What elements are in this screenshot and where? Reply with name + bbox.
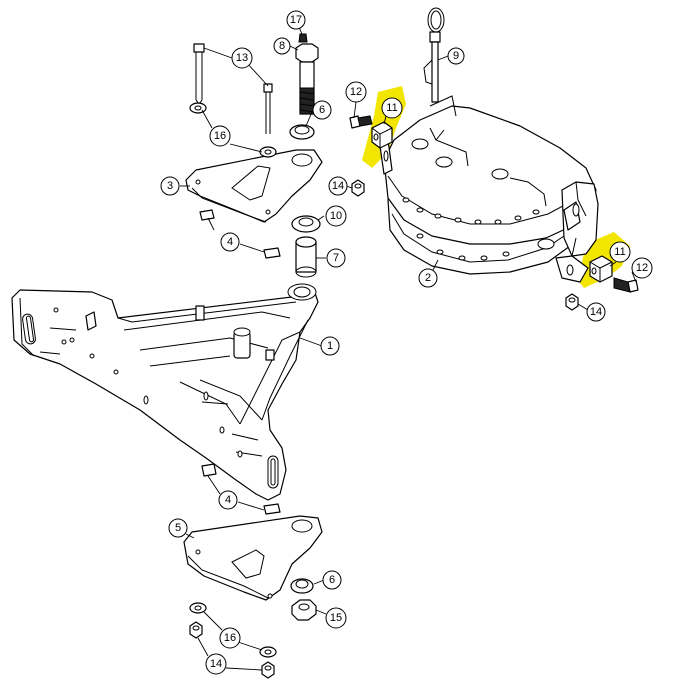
svg-text:4: 4 [225, 494, 231, 506]
callout-4-lower: 4 [218, 490, 238, 510]
svg-text:16: 16 [214, 130, 226, 142]
svg-text:14: 14 [590, 306, 602, 318]
callout-13: 13 [231, 47, 253, 69]
callout-11-upper: 11 [381, 97, 403, 119]
svg-text:12: 12 [350, 86, 362, 98]
svg-text:6: 6 [329, 574, 335, 586]
svg-text:17: 17 [290, 14, 302, 26]
callout-3: 3 [160, 176, 180, 196]
callout-6-upper: 6 [312, 100, 332, 120]
swivel-plates-part-2 [379, 95, 599, 283]
callout-5: 5 [168, 518, 188, 538]
lower-gusset-part-5 [183, 515, 323, 601]
svg-text:14: 14 [332, 180, 344, 192]
svg-text:8: 8 [279, 40, 285, 52]
callout-15: 15 [325, 607, 347, 629]
svg-text:2: 2 [425, 272, 431, 284]
svg-text:4: 4 [227, 236, 233, 248]
svg-text:10: 10 [330, 210, 342, 222]
callout-12-lower: 12 [631, 257, 653, 279]
svg-text:16: 16 [224, 632, 236, 644]
callout-12-upper: 12 [345, 81, 367, 103]
svg-text:14: 14 [210, 658, 222, 670]
callout-10: 10 [325, 205, 347, 227]
hardware [189, 7, 639, 679]
svg-text:11: 11 [614, 246, 625, 258]
callout-8: 8 [273, 37, 291, 55]
callout-1: 1 [320, 336, 340, 356]
callout-17: 17 [286, 10, 306, 30]
upper-gusset-part-3 [185, 149, 323, 223]
svg-text:9: 9 [453, 50, 459, 62]
svg-text:13: 13 [236, 52, 248, 64]
callout-2: 2 [418, 268, 438, 288]
callout-14-lower: 14 [205, 653, 227, 675]
callout-16-lower: 16 [219, 627, 241, 649]
callout-7: 7 [326, 248, 346, 268]
callout-14-upper: 14 [328, 176, 348, 196]
svg-text:15: 15 [330, 612, 342, 624]
callout-16-upper: 16 [209, 125, 231, 147]
callout-4-upper: 4 [220, 232, 240, 252]
svg-text:7: 7 [333, 252, 339, 264]
callout-11-lower: 11 [609, 241, 631, 263]
main-frame-part-1 [11, 283, 319, 501]
svg-text:3: 3 [167, 180, 173, 192]
callout-6-lower: 6 [322, 570, 342, 590]
svg-text:6: 6 [319, 104, 325, 116]
svg-text:5: 5 [175, 522, 181, 534]
svg-text:11: 11 [386, 102, 397, 114]
callout-9: 9 [447, 47, 465, 65]
svg-text:1: 1 [327, 340, 333, 352]
svg-text:12: 12 [636, 262, 648, 274]
callout-14-right: 14 [586, 302, 606, 322]
